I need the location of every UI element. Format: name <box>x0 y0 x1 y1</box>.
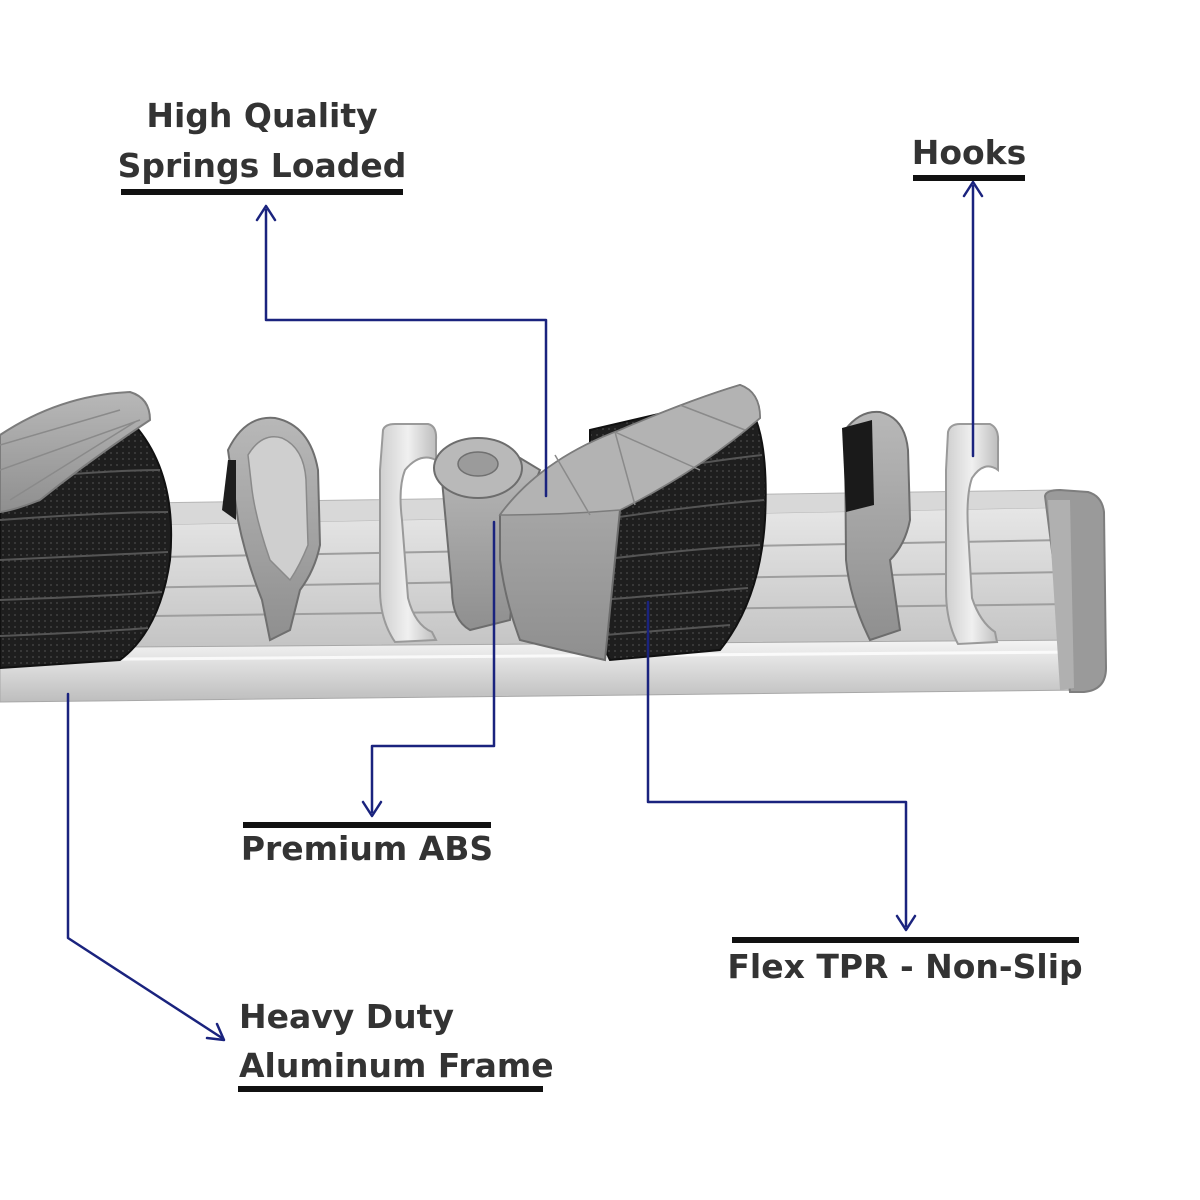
callout-abs-label: Premium ABS <box>241 829 493 868</box>
callout-abs: Premium ABS <box>241 822 493 868</box>
leader-abs <box>370 520 496 814</box>
leader-frame <box>66 692 224 1040</box>
underline-frame <box>238 1086 543 1092</box>
left-clamp <box>0 390 173 670</box>
leader-tpr <box>646 600 908 928</box>
right-bracket <box>842 410 912 642</box>
callout-frame-line2: Aluminum Frame <box>239 1046 554 1085</box>
underline-hooks <box>913 175 1025 181</box>
callout-springs-line1: High Quality <box>146 96 377 135</box>
callout-hooks: Hooks <box>912 133 1027 181</box>
leader-springs <box>264 208 548 498</box>
leader-lines <box>66 180 984 1042</box>
center-clamp <box>433 383 767 662</box>
callout-tpr-label: Flex TPR - Non-Slip <box>727 947 1082 986</box>
callout-tpr: Flex TPR - Non-Slip <box>727 937 1083 986</box>
overline-tpr <box>732 937 1079 943</box>
arrowhead-hooks <box>962 180 984 198</box>
hook-right <box>945 423 1000 646</box>
arrowhead-tpr <box>895 914 917 932</box>
arrowhead-frame <box>205 1022 226 1042</box>
callout-hooks-label: Hooks <box>912 133 1027 172</box>
callout-springs-line2: Springs Loaded <box>118 146 407 185</box>
rail-front-face <box>0 639 1083 703</box>
callout-frame-line1: Heavy Duty <box>239 997 454 1036</box>
organizer-illustration <box>0 383 1108 703</box>
arrowhead-abs <box>361 800 383 818</box>
callout-springs: High Quality Springs Loaded <box>118 96 407 195</box>
hook-left <box>379 423 438 644</box>
underline-springs <box>121 189 403 195</box>
left-bracket <box>222 416 322 642</box>
arrowhead-springs <box>255 204 277 222</box>
callout-frame: Heavy Duty Aluminum Frame <box>238 997 554 1092</box>
overline-abs <box>243 822 491 828</box>
